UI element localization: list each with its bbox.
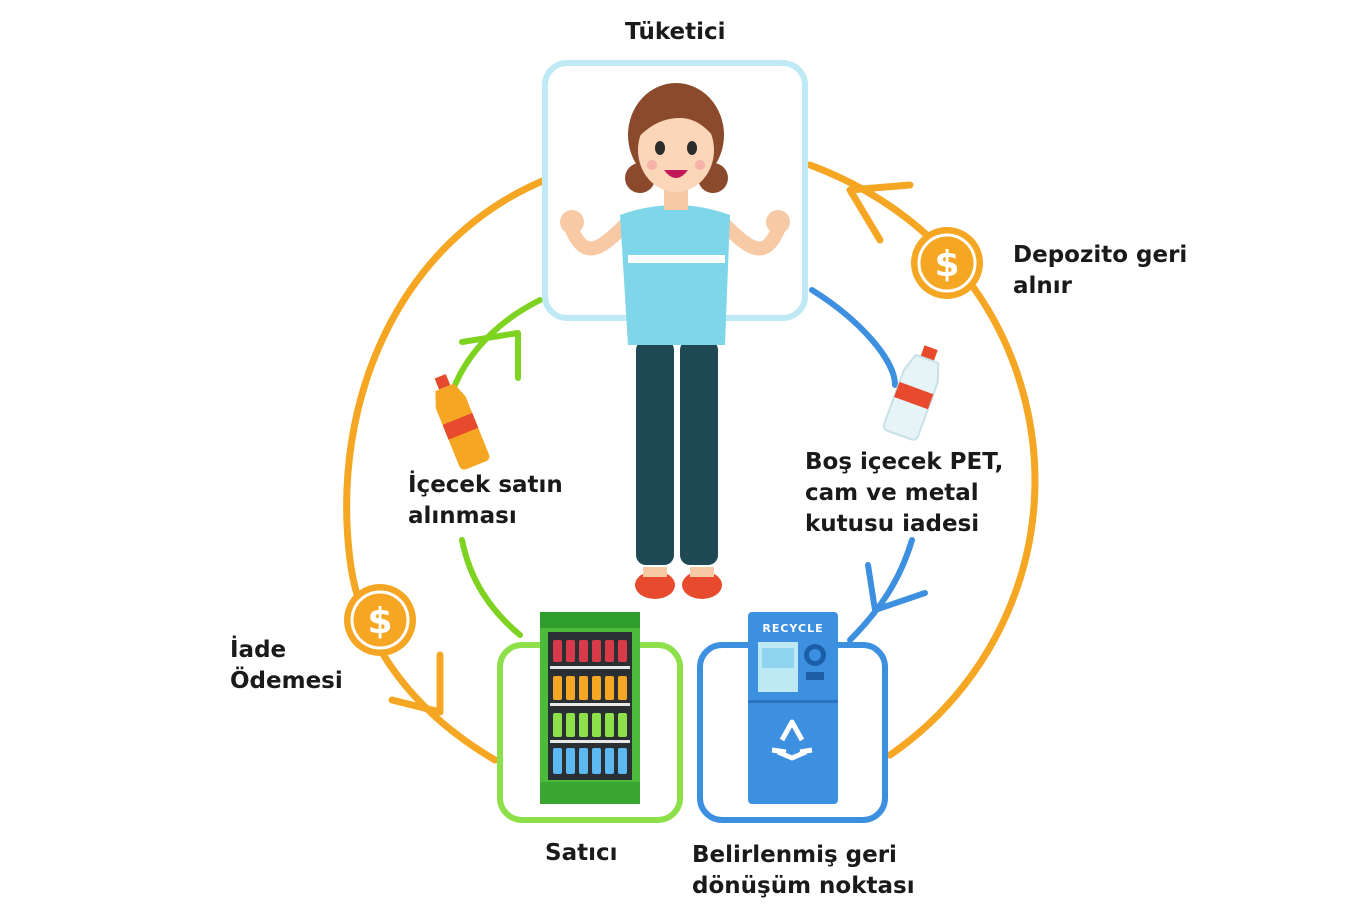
return-empty-containers-label: Boş içecek PET, cam ve metal kutusu iade… [805,449,1004,537]
recycle-point-label: Belirlenmiş geri dönüşüm noktası [692,842,915,899]
recycle-machine-label: RECYCLE [762,622,823,635]
orange-arrow-bottom [388,651,444,716]
dollar-coin-icon-top: $ [911,227,983,299]
refund-payment-label: İade Ödemesi [230,637,343,694]
orange-arc-left [343,176,549,764]
clear-bottle-icon [882,345,940,441]
blue-arc-lower [847,537,915,643]
orange-bottle-icon [434,373,490,470]
blue-arrow [865,562,928,613]
svg-text:$: $ [367,601,392,642]
dollar-coin-icon-bottom: $ [344,584,416,656]
drink-fridge-illustration [540,612,640,804]
consumer-label: Tüketici [625,19,726,45]
deposit-back-label: Depozito geri alnır [1013,242,1188,299]
green-arrow [459,330,521,381]
green-arc-lower [459,537,523,638]
seller-label: Satıcı [545,840,618,866]
orange-arrow-top [846,181,914,244]
beverage-purchase-label: İçecek satın alınması [408,472,563,529]
recycle-machine-illustration: RECYCLE [748,612,838,804]
svg-text:$: $ [934,244,959,285]
blue-arc [809,287,898,388]
orange-arc-right [806,161,1039,759]
recycle-symbol-icon [771,719,813,761]
consumer-woman-illustration [560,83,790,599]
